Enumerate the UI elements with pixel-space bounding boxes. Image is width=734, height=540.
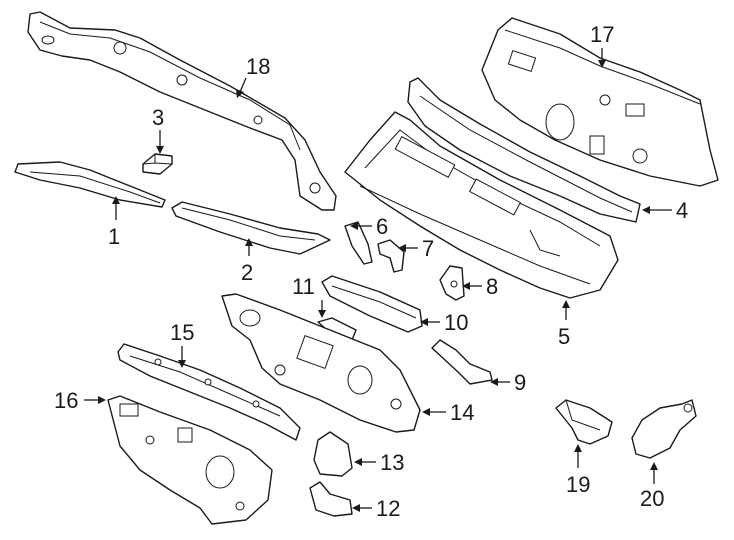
part-14[interactable]: [221, 293, 421, 433]
part-5[interactable]: [344, 111, 619, 299]
part-8[interactable]: [439, 265, 465, 301]
callout-11: 11: [292, 274, 315, 299]
part-17[interactable]: [481, 17, 719, 187]
part-6[interactable]: [344, 221, 373, 265]
callout-2: 2: [241, 260, 253, 285]
callout-9: 9: [514, 370, 526, 395]
callout-5: 5: [558, 324, 570, 349]
callout-12: 12: [376, 496, 400, 521]
callout-15: 15: [170, 320, 194, 345]
part-9[interactable]: [431, 339, 493, 385]
callout-8: 8: [486, 274, 498, 299]
leader-lines: [84, 48, 672, 512]
part-20[interactable]: [631, 399, 697, 459]
part-19[interactable]: [555, 399, 613, 445]
part-4[interactable]: [407, 77, 641, 223]
callout-3: 3: [152, 105, 164, 130]
part-1[interactable]: [14, 161, 166, 208]
part-7[interactable]: [377, 239, 405, 273]
part-2[interactable]: [171, 201, 331, 255]
part-3[interactable]: [142, 153, 173, 175]
part-13[interactable]: [313, 431, 353, 477]
callout-20: 20: [640, 486, 664, 511]
callout-18: 18: [246, 54, 270, 79]
callout-17: 17: [590, 22, 614, 47]
callout-14: 14: [450, 400, 474, 425]
part-10[interactable]: [321, 275, 423, 333]
callout-1: 1: [108, 224, 120, 249]
callout-19: 19: [566, 472, 590, 497]
callout-4: 4: [676, 198, 688, 223]
part-16[interactable]: [107, 395, 273, 525]
part-18[interactable]: [27, 11, 337, 211]
part-15[interactable]: [117, 343, 301, 441]
callout-7: 7: [422, 236, 434, 261]
callout-16: 16: [54, 388, 78, 413]
callout-10: 10: [444, 310, 468, 335]
part-12[interactable]: [309, 481, 353, 517]
callout-13: 13: [380, 450, 404, 475]
callout-6: 6: [376, 214, 388, 239]
callout-labels: 1 2 3 4 5 6 7 8 9 10 11 12 13 14 15 16 1…: [54, 22, 688, 521]
